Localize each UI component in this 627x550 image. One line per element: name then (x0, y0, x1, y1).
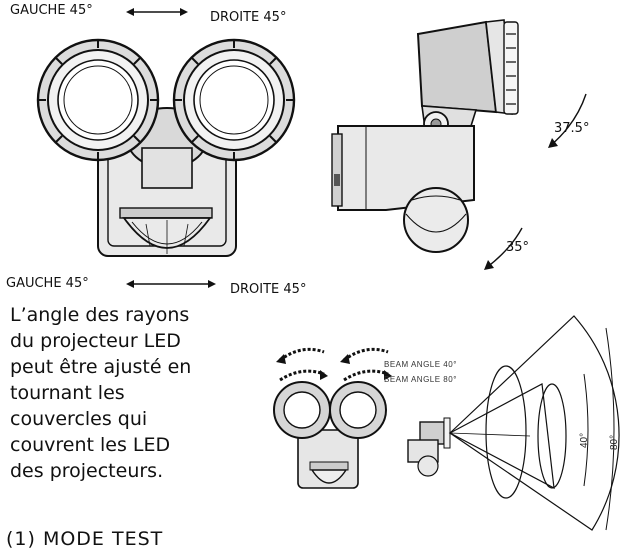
description-line: couvercles qui (10, 408, 148, 430)
angle-up-label: 37.5° (554, 121, 590, 136)
label-left-45-top: GAUCHE 45° (10, 3, 93, 18)
label-left-45-bottom: GAUCHE 45° (6, 276, 89, 291)
front-view-drawing (36, 38, 296, 257)
label-right-45-top: DROITE 45° (210, 10, 287, 25)
double-arrow-icon (126, 8, 188, 16)
section-title-cut: (1) MODE TEST (6, 528, 164, 550)
beam-angle-40-label: BEAM ANGLE 40° (384, 360, 457, 369)
measure-80-label: 80° (609, 434, 620, 450)
side-view-drawing (331, 19, 587, 270)
description-line: L’angle des rayons (10, 304, 190, 326)
description-line: tournant les (10, 382, 125, 404)
angle-down-label: 35° (506, 240, 530, 255)
description-line: couvrent les LED (10, 434, 171, 456)
description-line: des projecteurs. (10, 460, 164, 482)
measure-40-label: 40° (579, 432, 590, 448)
beam-angle-80-label: BEAM ANGLE 80° (384, 375, 457, 384)
description-paragraph: L’angle des rayons du projecteur LED peu… (10, 302, 240, 484)
label-right-45-bottom: DROITE 45° (230, 282, 307, 297)
beam-angle-diagram (273, 315, 620, 531)
description-line: du projecteur LED (10, 330, 181, 352)
double-arrow-bottom-icon (126, 280, 216, 288)
description-line: peut être ajusté en (10, 356, 192, 378)
